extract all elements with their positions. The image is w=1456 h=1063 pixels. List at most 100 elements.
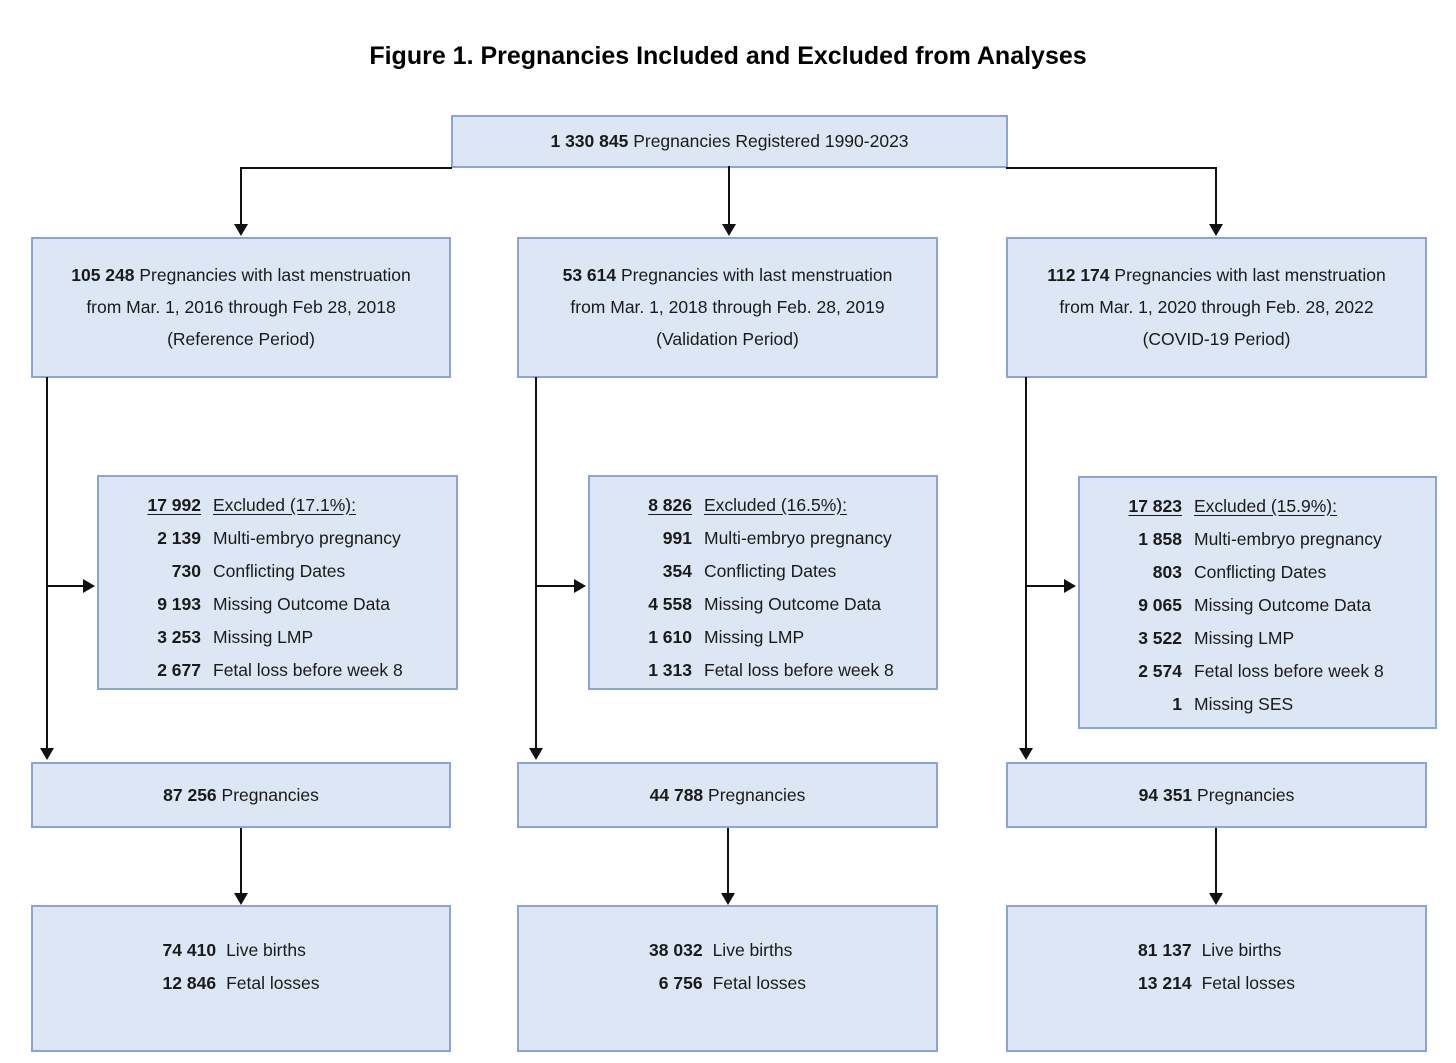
period-box-reference: 105 248 Pregnancies with last menstruati… — [31, 237, 451, 378]
excluded-row-count: 3 253 — [157, 627, 201, 647]
excluded-row-count: 991 — [662, 528, 692, 548]
included-box-covid: 94 351 Pregnancies — [1006, 762, 1427, 828]
connector-line — [1215, 167, 1217, 224]
included-text: 44 788 Pregnancies — [519, 764, 936, 826]
arrowhead-right — [574, 579, 586, 593]
outcome-count: 12 846 — [162, 973, 217, 993]
connector-line — [46, 377, 48, 749]
arrowhead-down — [1209, 893, 1223, 905]
connector-line — [536, 585, 574, 587]
period-count: 112 174 — [1047, 265, 1110, 285]
connector-line — [535, 377, 537, 749]
arrowhead-down — [234, 893, 248, 905]
excluded-list: 8 826 Excluded (16.5%): 991 Multi-embryo p… — [590, 477, 936, 687]
excluded-row-count: 9 193 — [157, 594, 201, 614]
excluded-row-label: Conflicting Dates — [1194, 562, 1327, 582]
period-line1: 105 248 Pregnancies with last menstruati… — [33, 259, 449, 291]
excluded-row-count: 803 — [1152, 562, 1182, 582]
period-box-validation: 53 614 Pregnancies with last menstruatio… — [517, 237, 938, 378]
period-line1: 112 174 Pregnancies with last menstruati… — [1008, 259, 1425, 291]
arrowhead-down — [529, 748, 543, 760]
excluded-row-count: 3 522 — [1138, 628, 1182, 648]
connector-line — [1215, 828, 1217, 894]
included-count: 44 788 — [649, 784, 704, 805]
connector-line — [47, 585, 83, 587]
outcome-label: Live births — [226, 940, 306, 960]
period-name: (COVID-19 Period) — [1142, 329, 1291, 349]
excluded-row-label: Multi-embryo pregnancy — [213, 528, 401, 548]
excluded-row-count: 730 — [171, 561, 201, 581]
connector-line — [240, 167, 242, 224]
connector-line — [1025, 377, 1027, 749]
excluded-row-label: Missing LMP — [1194, 628, 1295, 648]
excluded-row-count: 2 574 — [1138, 661, 1182, 681]
excluded-row-count: 4 558 — [648, 594, 692, 614]
excluded-row-label: Multi-embryo pregnancy — [1194, 529, 1382, 549]
excluded-row-label: Missing LMP — [704, 627, 805, 647]
period-range: from Mar. 1, 2016 through Feb 28, 2018 — [86, 297, 396, 317]
arrowhead-right — [83, 579, 95, 593]
period-count: 105 248 — [71, 265, 135, 285]
excluded-row-label: Conflicting Dates — [704, 561, 837, 581]
excluded-row-count: 1 313 — [648, 660, 692, 680]
excluded-row-count: 1 858 — [1138, 529, 1182, 549]
excluded-row-label: Missing Outcome Data — [1194, 595, 1372, 615]
included-text: 94 351 Pregnancies — [1008, 764, 1425, 826]
outcome-label: Fetal losses — [1201, 973, 1295, 993]
connector-line — [727, 828, 729, 894]
period-box-covid: 112 174 Pregnancies with last menstruati… — [1006, 237, 1427, 378]
excluded-row-label: Missing Outcome Data — [704, 594, 882, 614]
period-name: (Validation Period) — [656, 329, 799, 349]
period-label: Pregnancies with last menstruation — [1114, 265, 1386, 285]
outcome-label: Live births — [1201, 940, 1282, 960]
included-label: Pregnancies — [708, 784, 806, 805]
arrowhead-down — [1019, 748, 1033, 760]
excluded-row-count: 2 677 — [157, 660, 201, 680]
outcome-count: 6 756 — [658, 973, 703, 993]
excluded-row-label: Fetal loss before week 8 — [213, 660, 403, 680]
registered-box-text: 1 330 845 Pregnancies Registered 1990-20… — [453, 117, 1006, 166]
period-label: Pregnancies with last menstruation — [621, 265, 893, 285]
included-text: 87 256 Pregnancies — [33, 764, 449, 826]
period-range: from Mar. 1, 2020 through Feb. 28, 2022 — [1059, 297, 1374, 317]
included-label: Pregnancies — [221, 784, 319, 805]
excluded-row-label: Multi-embryo pregnancy — [704, 528, 892, 548]
excluded-row-label: Missing Outcome Data — [213, 594, 391, 614]
excluded-header: Excluded (16.5%): — [704, 495, 847, 515]
registered-box: 1 330 845 Pregnancies Registered 1990-20… — [451, 115, 1008, 168]
arrowhead-down — [1209, 224, 1223, 236]
excluded-row-label: Conflicting Dates — [213, 561, 346, 581]
included-label: Pregnancies — [1197, 784, 1295, 805]
arrowhead-down — [721, 893, 735, 905]
excluded-row-count: 1 — [1172, 694, 1182, 714]
period-name: (Reference Period) — [167, 329, 315, 349]
connector-line — [728, 166, 730, 224]
outcome-count: 38 032 — [649, 940, 703, 960]
arrowhead-down — [722, 224, 736, 236]
excluded-row-label: Missing LMP — [213, 627, 314, 647]
registered-label: Pregnancies Registered 1990-2023 — [633, 131, 909, 151]
arrowhead-down — [234, 224, 248, 236]
connector-line — [240, 828, 242, 894]
arrowhead-down — [40, 748, 54, 760]
excluded-row-label: Missing SES — [1194, 694, 1294, 714]
outcome-count: 13 214 — [1138, 973, 1192, 993]
excluded-header: Excluded (17.1%): — [213, 495, 356, 515]
excluded-count: 17 992 — [147, 495, 201, 515]
excluded-row-label: Fetal loss before week 8 — [1194, 661, 1384, 681]
figure-title: Figure 1. Pregnancies Included and Exclu… — [369, 42, 1087, 70]
included-count: 87 256 — [163, 784, 217, 805]
excluded-header: Excluded (15.9%): — [1194, 496, 1337, 516]
connector-line — [240, 167, 452, 169]
excluded-count: 8 826 — [648, 495, 692, 515]
excluded-row-count: 1 610 — [648, 627, 692, 647]
